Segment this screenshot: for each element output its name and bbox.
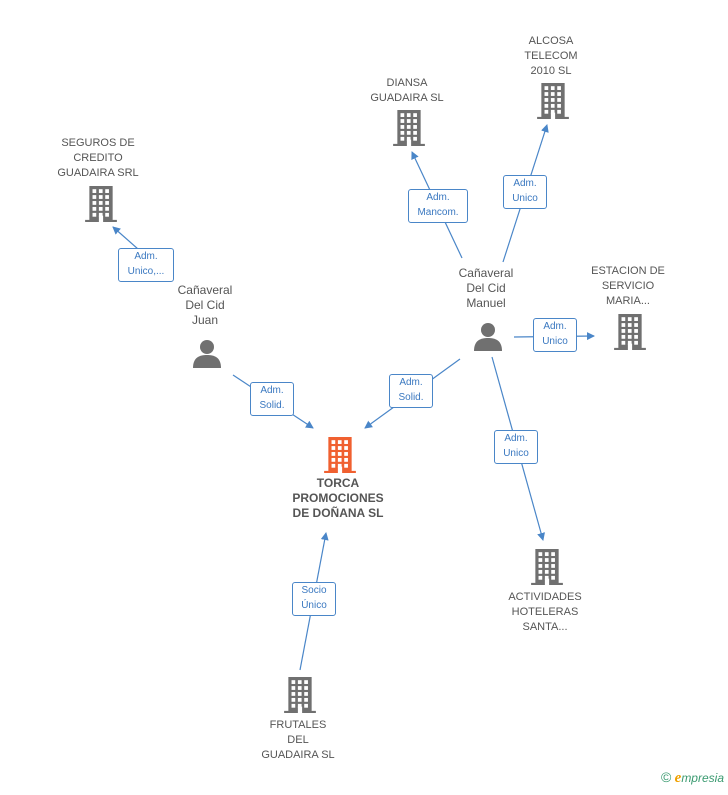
node-label-juan[interactable]: Cañaveral Del Cid Juan: [177, 283, 233, 327]
building-icon[interactable]: [393, 110, 425, 151]
empresia-logo: © empresia: [660, 769, 724, 786]
building-icon[interactable]: [531, 549, 563, 590]
edge-label-juan-seguros: Adm. Unico,...: [118, 248, 174, 282]
building-icon[interactable]: [324, 437, 356, 478]
building-icon[interactable]: [85, 186, 117, 227]
edge-label-manuel-actividades: Adm. Unico: [494, 430, 538, 464]
edge-label-manuel-alcosa: Adm. Unico: [503, 175, 547, 209]
node-label-actividades[interactable]: ACTIVIDADES HOTELERAS SANTA...: [508, 591, 582, 633]
edge-label-frutales-torca: Socio Único: [292, 582, 336, 616]
building-icon[interactable]: [614, 314, 646, 355]
person-icon[interactable]: [473, 321, 503, 356]
building-icon[interactable]: [284, 677, 316, 718]
edge-label-manuel-estacion: Adm. Unico: [533, 318, 577, 352]
edge-label-juan-torca: Adm. Solid.: [250, 382, 294, 416]
node-label-torca[interactable]: TORCA PROMOCIONES DE DOÑANA SL: [292, 476, 384, 520]
node-label-seguros[interactable]: SEGUROS DE CREDITO GUADAIRA SRL: [57, 137, 139, 179]
person-icon[interactable]: [192, 338, 222, 373]
edge-label-manuel-torca: Adm. Solid.: [389, 374, 433, 408]
node-label-estacion[interactable]: ESTACION DE SERVICIO MARIA...: [591, 265, 665, 307]
node-label-manuel[interactable]: Cañaveral Del Cid Manuel: [458, 266, 514, 310]
building-icon[interactable]: [537, 83, 569, 124]
node-label-alcosa[interactable]: ALCOSA TELECOM 2010 SL: [524, 35, 578, 77]
node-label-frutales[interactable]: FRUTALES DEL GUADAIRA SL: [261, 719, 335, 761]
node-label-diansa[interactable]: DIANSA GUADAIRA SL: [370, 77, 444, 104]
edge-label-manuel-diansa: Adm. Mancom.: [408, 189, 468, 223]
